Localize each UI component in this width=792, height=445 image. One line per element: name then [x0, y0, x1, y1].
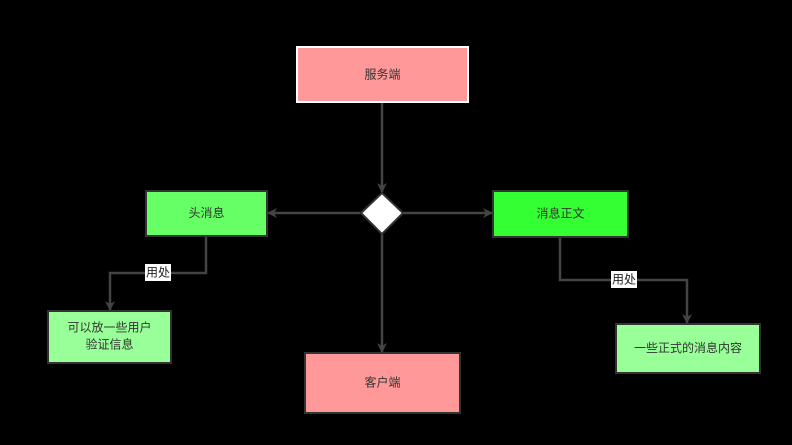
- svg-text:用处: 用处: [612, 273, 636, 287]
- svg-text:一些正式的消息内容: 一些正式的消息内容: [634, 340, 742, 355]
- node-client[interactable]: 客户端: [304, 352, 461, 414]
- svg-text:服务端: 服务端: [364, 67, 400, 82]
- node-server[interactable]: 服务端: [296, 46, 469, 103]
- svg-text:头消息: 头消息: [188, 205, 224, 220]
- node-message-body[interactable]: 消息正文: [492, 190, 629, 238]
- decision-diamond[interactable]: [359, 191, 405, 236]
- edge-label-body-use: 用处: [611, 271, 637, 288]
- node-header-use[interactable]: 可以放一些用户 验证信息: [47, 310, 172, 364]
- edge-label-header-use: 用处: [145, 264, 171, 281]
- node-body-use[interactable]: 一些正式的消息内容: [615, 323, 761, 374]
- svg-text:用处: 用处: [146, 266, 170, 280]
- svg-text:可以放一些用户: 可以放一些用户: [67, 320, 151, 335]
- svg-text:验证信息: 验证信息: [85, 337, 133, 352]
- svg-text:消息正文: 消息正文: [536, 206, 584, 221]
- node-header-message[interactable]: 头消息: [145, 190, 268, 237]
- svg-text:客户端: 客户端: [364, 375, 400, 390]
